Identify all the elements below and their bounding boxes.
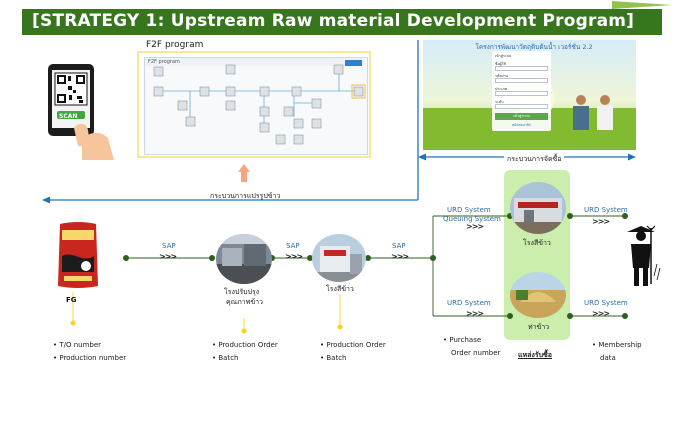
chevrons-1: >>>: [159, 252, 177, 261]
mill-label: โรงสีข้าว: [326, 285, 354, 293]
rice-bag-image: [58, 222, 98, 288]
source-yard-photo: [510, 272, 566, 318]
improvement-plant-photo: [216, 234, 272, 284]
type-label: ประเภท: [495, 87, 508, 91]
urd-label-bottom: URD System: [447, 299, 491, 307]
urd-right-top: URD System: [584, 206, 628, 214]
fg-detail-2: • Production number: [53, 354, 127, 362]
improve-detail-1: • Production Order: [212, 341, 278, 349]
rice-mill-photo: [312, 234, 366, 282]
mill-detail-2: • Batch: [320, 354, 347, 362]
sap-label-3: SAP: [392, 242, 406, 250]
source-caption: แหล่งรับซื้อ: [518, 351, 552, 359]
level-select[interactable]: [495, 104, 548, 109]
banner-bar: [22, 9, 662, 35]
processing-caption: กระบวนการแปรรูปข้าว: [210, 192, 281, 200]
purchase-detail-1: • Purchase: [443, 336, 482, 344]
source-yard-label: ท่าข้าว: [528, 323, 550, 331]
fg-label: FG: [66, 296, 77, 304]
f2f-label: F2F program: [146, 40, 204, 50]
farmer-detail-1: • Membership: [592, 341, 642, 349]
queuing-label: Queuing System: [443, 215, 501, 223]
password-field[interactable]: [495, 78, 548, 83]
urd-label-top: URD System: [447, 206, 491, 214]
scan-label: SCAN: [59, 113, 78, 120]
fg-detail-1: • T/O number: [53, 341, 102, 349]
source-mill-label: โรงสีข้าว: [523, 239, 551, 247]
sap-label-1: SAP: [162, 242, 176, 250]
register-link[interactable]: สมัครสมาชิก: [512, 123, 531, 127]
password-label: รหัสผ่าน: [495, 74, 509, 78]
farmer-detail-2: data: [600, 354, 616, 362]
type-select[interactable]: [495, 91, 548, 96]
farmer-icon: [627, 225, 661, 286]
banner-arrow: [612, 1, 672, 9]
phone-qr-illustration: [42, 62, 114, 162]
chevrons-2: >>>: [285, 252, 303, 261]
chevrons-top: >>>: [466, 222, 484, 231]
username-field[interactable]: [495, 66, 548, 71]
username-label: ชื่อผู้ใช้: [495, 62, 506, 66]
f2f-flowchart: [153, 60, 366, 145]
level-label: ระดับ: [495, 100, 504, 104]
chevrons-3: >>>: [391, 252, 409, 261]
mill-detail-1: • Production Order: [320, 341, 386, 349]
improve-label-2: คุณภาพข้าว: [226, 298, 263, 306]
login-title: โครงการพัฒนาวัตถุดิบต้นน้ำ เวอร์ชั่น 2.2: [475, 43, 593, 51]
chevrons-right-top: >>>: [592, 217, 610, 226]
banner-title: [STRATEGY 1: Upstream Raw material Devel…: [32, 11, 635, 31]
improve-detail-2: • Batch: [212, 354, 239, 362]
purchasing-caption: กระบวนการจัดซื้อ: [504, 154, 565, 165]
sap-label-2: SAP: [286, 242, 300, 250]
login-heading: เข้าสู่ระบบ: [495, 54, 512, 58]
login-button[interactable]: เข้าสู่ระบบ: [495, 113, 548, 120]
improve-label-1: โรงปรับปรุง: [224, 288, 260, 296]
chevrons-bottom: >>>: [466, 309, 484, 318]
urd-right-bottom: URD System: [584, 299, 628, 307]
source-mill-photo: [510, 182, 566, 234]
purchase-detail-2: Order number: [451, 349, 501, 357]
f2f-screen-header: F2F program: [145, 58, 365, 66]
chevrons-right-bottom: >>>: [592, 309, 610, 318]
